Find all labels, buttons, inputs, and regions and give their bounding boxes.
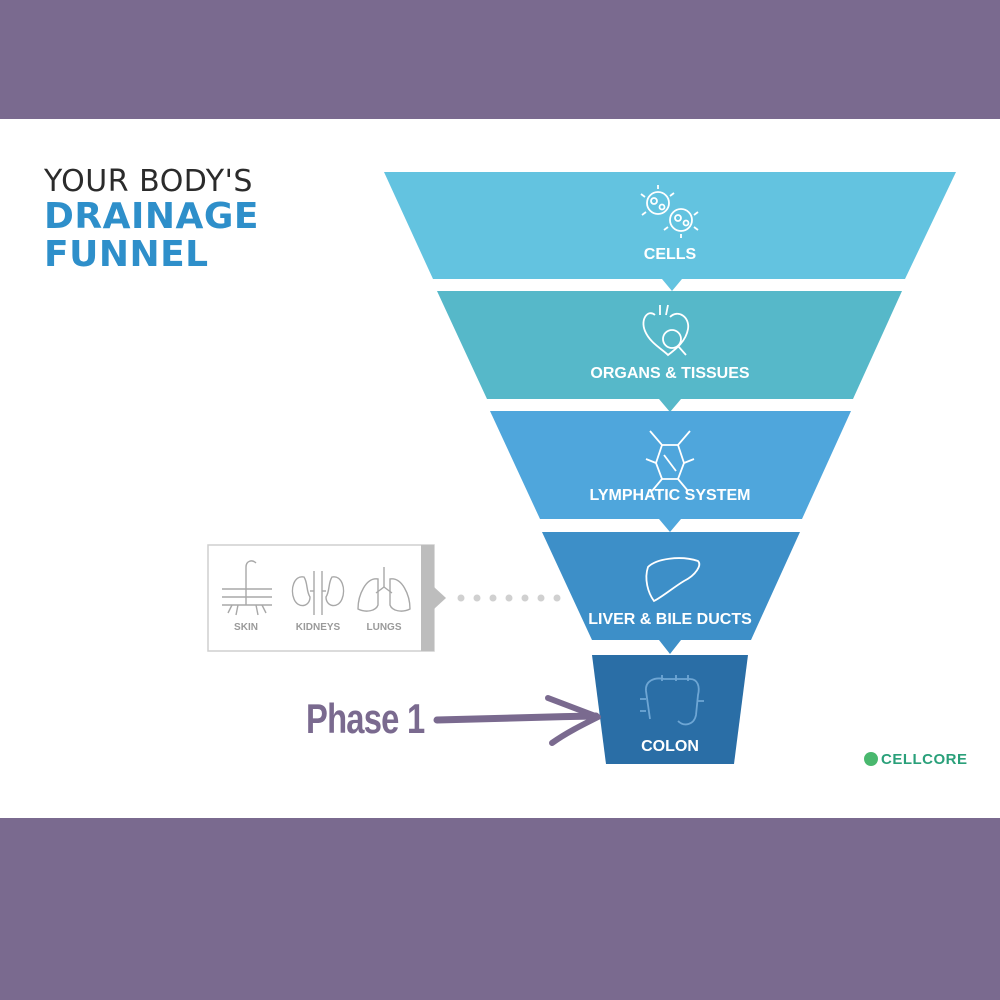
funnel-segment-colon: COLON	[592, 655, 748, 764]
logo-mark-icon	[864, 752, 878, 766]
cells-icon	[640, 185, 699, 238]
funnel-segment-liver: LIVER & BILE DUCTS	[542, 532, 800, 654]
kidneys-icon	[291, 571, 345, 615]
phase-annotation: Phase 1	[306, 695, 425, 742]
segment-label-organs: ORGANS & TISSUES	[590, 365, 749, 382]
side-label-kidneys: KIDNEYS	[296, 622, 341, 633]
lymphatic-icon	[645, 430, 695, 492]
elimination-organs-box: SKIN KIDNEYS LUNGS	[207, 544, 446, 652]
skin-icon	[222, 560, 272, 616]
brand-logo: CELLCORE	[864, 751, 968, 768]
title-line-3: FUNNEL	[44, 234, 209, 275]
segment-label-colon: COLON	[641, 738, 699, 755]
organs-icon	[642, 304, 690, 357]
dotted-connector	[457, 594, 561, 602]
lungs-icon	[357, 567, 411, 612]
segment-label-lymphatic: LYMPHATIC SYSTEM	[590, 487, 751, 504]
phase-arrow	[433, 695, 601, 746]
side-label-lungs: LUNGS	[367, 622, 402, 633]
drainage-funnel: CELLS ORGANS & TISSUES	[207, 172, 956, 764]
funnel-segment-lymphatic: LYMPHATIC SYSTEM	[490, 411, 851, 532]
side-label-skin: SKIN	[234, 622, 258, 633]
logo-text: CELLCORE	[881, 751, 968, 768]
funnel-segment-cells: CELLS	[384, 172, 956, 291]
segment-label-liver: LIVER & BILE DUCTS	[588, 611, 752, 628]
title-line-1: YOUR BODY'S	[44, 164, 253, 199]
liver-icon	[645, 557, 701, 603]
funnel-segment-organs: ORGANS & TISSUES	[437, 291, 902, 412]
top-band	[0, 0, 1000, 119]
infographic-canvas: YOUR BODY'S DRAINAGE FUNNEL	[0, 119, 1000, 818]
colon-icon	[640, 675, 704, 726]
infographic-title: YOUR BODY'S DRAINAGE FUNNEL	[44, 167, 259, 273]
title-line-2: DRAINAGE	[44, 196, 259, 237]
segment-label-cells: CELLS	[644, 246, 697, 263]
bottom-band	[0, 818, 1000, 1000]
